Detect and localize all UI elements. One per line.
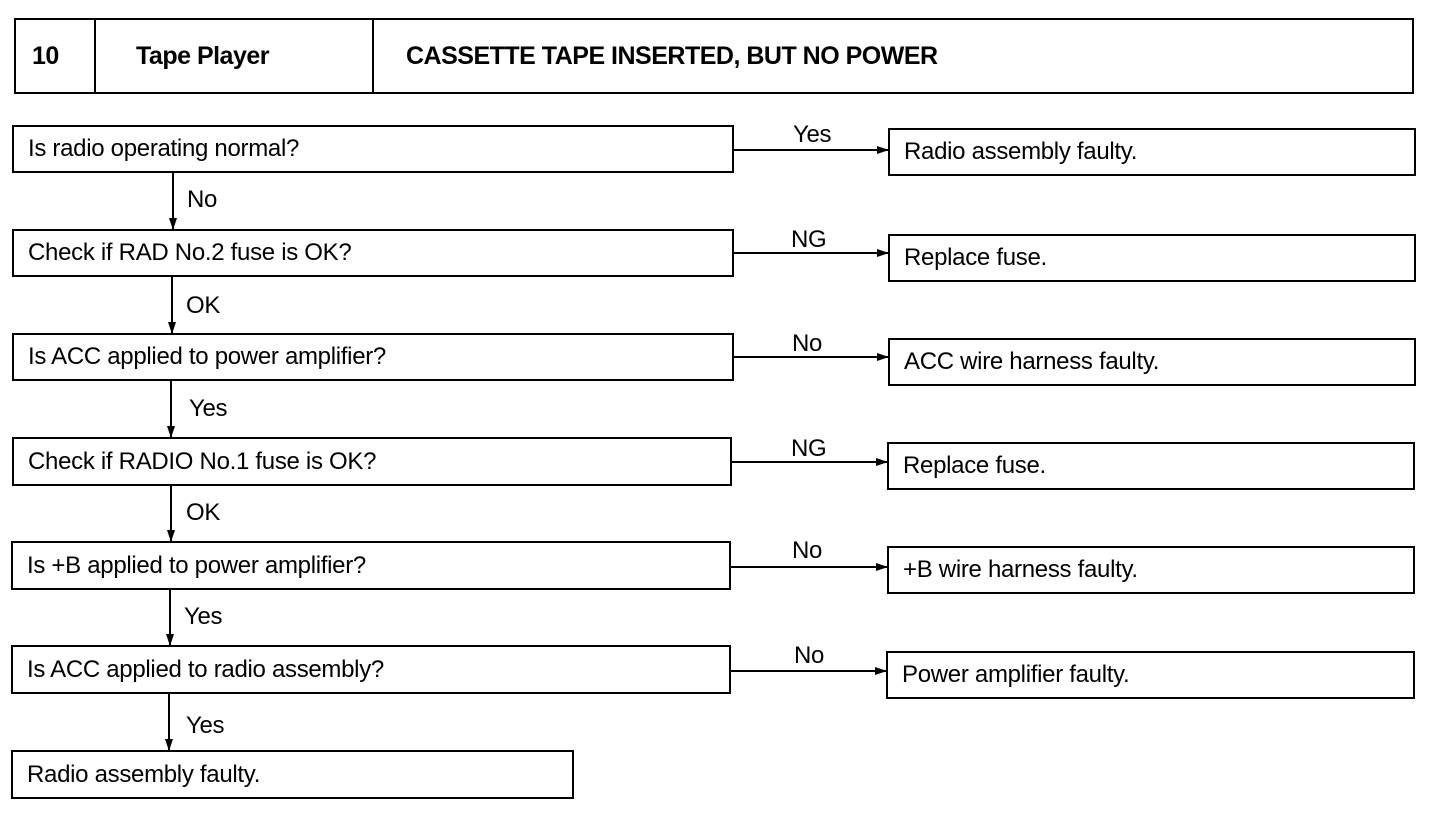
question-box-5: Is +B applied to power amplifier? <box>11 541 731 590</box>
final-result-box: Radio assembly faulty. <box>11 750 574 799</box>
flow-label-6: Yes <box>186 712 225 739</box>
branch-label-4: NG <box>791 435 827 462</box>
symptom-title: CASSETTE TAPE INSERTED, BUT NO POWER <box>406 41 938 70</box>
branch-label-1: Yes <box>793 121 832 148</box>
result-box-4: Replace fuse. <box>887 442 1415 490</box>
question-box-1: Is radio operating normal? <box>12 125 734 173</box>
flow-label-5: Yes <box>184 603 223 630</box>
result-box-3: ACC wire harness faulty. <box>888 338 1416 386</box>
section-number: 10 <box>16 20 96 92</box>
header-table: 10 Tape Player CASSETTE TAPE INSERTED, B… <box>14 18 1414 94</box>
question-box-4: Check if RADIO No.1 fuse is OK? <box>12 437 732 486</box>
flow-label-4: OK <box>186 499 221 526</box>
question-box-3: Is ACC applied to power amplifier? <box>12 333 734 381</box>
branch-label-6: No <box>794 642 825 669</box>
branch-label-3: No <box>792 330 823 357</box>
result-box-1: Radio assembly faulty. <box>888 128 1416 176</box>
flow-label-3: Yes <box>189 395 228 422</box>
question-box-6: Is ACC applied to radio assembly? <box>11 645 731 694</box>
result-box-5: +B wire harness faulty. <box>887 546 1415 594</box>
branch-label-2: NG <box>791 226 827 253</box>
flow-label-1: No <box>187 186 218 213</box>
branch-label-5: No <box>792 537 823 564</box>
question-box-2: Check if RAD No.2 fuse is OK? <box>12 229 734 277</box>
flow-label-2: OK <box>186 292 221 319</box>
result-box-2: Replace fuse. <box>888 234 1416 282</box>
result-box-6: Power amplifier faulty. <box>886 651 1415 699</box>
system-name: Tape Player <box>96 20 374 92</box>
